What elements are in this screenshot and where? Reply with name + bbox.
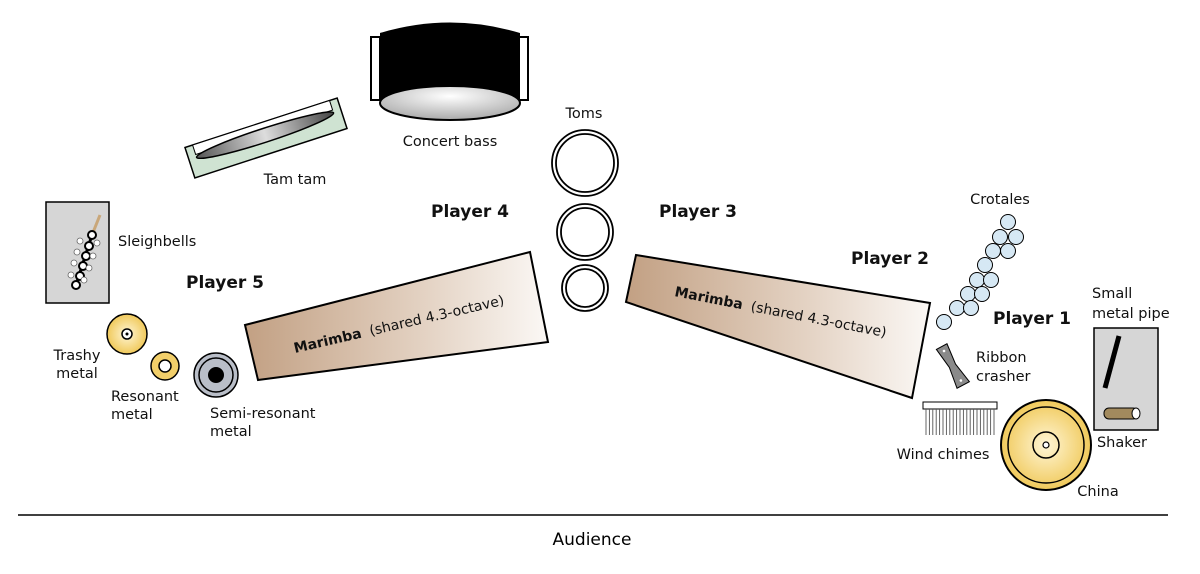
tam-tam-label: Tam tam <box>263 172 327 188</box>
wind-chimes-label: Wind chimes <box>897 447 990 463</box>
small-metal-pipe <box>1102 335 1122 389</box>
china-label: China <box>1077 484 1118 500</box>
player-1-label: Player 1 <box>993 309 1071 329</box>
shaker-label: Shaker <box>1097 435 1147 451</box>
semi-resonant-metal <box>193 352 239 398</box>
sleighbells-label: Sleighbells <box>118 234 196 250</box>
crotales-label: Crotales <box>970 192 1030 208</box>
ribbon-crasher <box>935 343 971 389</box>
china-cymbal <box>1000 399 1092 491</box>
marimba-left <box>243 250 550 382</box>
player-2-label: Player 2 <box>851 249 929 269</box>
shaker <box>1103 407 1141 420</box>
sleighbells <box>45 201 110 304</box>
resonant-metal <box>150 351 180 381</box>
audience-label: Audience <box>553 530 632 550</box>
player-3-label: Player 3 <box>659 202 737 222</box>
toms <box>551 129 619 312</box>
pipe-shaker-box <box>1093 327 1159 431</box>
trashy-metal-cymbal <box>106 313 148 355</box>
concert-bass-label: Concert bass <box>403 134 498 150</box>
player-5-label: Player 5 <box>186 273 264 293</box>
marimba-right <box>624 253 932 400</box>
tam-tam <box>184 97 348 179</box>
crotales <box>936 214 1024 330</box>
concert-bass-drum <box>370 22 529 121</box>
toms-label: Toms <box>565 106 603 122</box>
wind-chimes <box>922 401 998 435</box>
player-4-label: Player 4 <box>431 202 509 222</box>
